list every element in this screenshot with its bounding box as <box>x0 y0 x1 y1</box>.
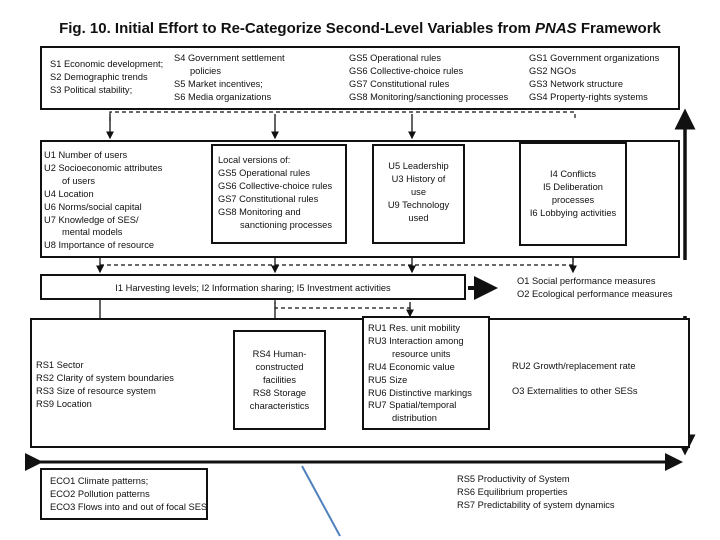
conflicts-line: I5 Deliberation <box>543 181 603 192</box>
gs-right-line: GS4 Property-rights systems <box>529 91 648 102</box>
figure-title-main: Fig. 10. Initial Effort to Re-Categorize… <box>59 20 536 37</box>
leadership-line: U3 History of <box>391 173 446 184</box>
users-line: U2 Socioeconomic attributes <box>44 162 163 173</box>
rs-bottom-line: RS6 Equilibrium properties <box>457 486 568 497</box>
gs-line: GS6 Collective-choice rules <box>349 65 464 76</box>
conflicts-line: I4 Conflicts <box>550 169 596 179</box>
growth-line: RU2 Growth/replacement rate <box>512 361 636 371</box>
gs-line: GS7 Constitutional rules <box>349 78 450 89</box>
users-list: U1 Number of users U2 Socioeconomic attr… <box>44 149 162 252</box>
s-left-line: S3 Political stability; <box>50 84 133 95</box>
users-line: U8 Importance of resource <box>44 240 155 251</box>
eco-line: ECO3 Flows into and out of focal SES <box>50 501 208 512</box>
ru-line: RU3 Interaction among <box>368 335 464 346</box>
gs-right-line: GS1 Government organizations <box>529 53 660 63</box>
gs-right-line: GS2 NGOs <box>529 65 577 76</box>
social-economic-right: S4 Government settlement policies S5 Mar… <box>174 52 285 104</box>
s-right-line: policies <box>190 65 222 76</box>
local-rules-box: Local versions of: GS5 Operational rules… <box>211 144 347 244</box>
rs-bottom-line: RS5 Productivity of System <box>457 474 570 484</box>
rs-left-text: RS1 Sector RS2 Clarity of system boundar… <box>36 359 174 411</box>
figure-title: Fig. 10. Initial Effort to Re-Categorize… <box>0 20 720 37</box>
rs-mid-line: characteristics <box>249 400 310 411</box>
ru-line: RU7 Spatial/temporal <box>368 400 457 411</box>
conflicts-box: I4 Conflicts I5 Deliberation processes I… <box>519 142 627 246</box>
users-line: of users <box>62 175 96 186</box>
ru-line: distribution <box>392 413 437 424</box>
rs-left-line: RS9 Location <box>36 398 92 409</box>
users-line: U6 Norms/social capital <box>44 201 142 212</box>
conflicts-line: processes <box>551 194 595 205</box>
leadership-line: U5 Leadership <box>388 161 449 171</box>
rs-bottom-text: RS5 Productivity of System RS6 Equilibri… <box>457 473 615 512</box>
s-right-line: S4 Government settlement <box>174 53 285 63</box>
settings-box: S1 Economic development; S2 Demographic … <box>40 46 680 110</box>
users-line: U1 Number of users <box>44 150 128 160</box>
rs-bottom-line: RS7 Predictability of system dynamics <box>457 499 615 510</box>
rs-mid-line: constructed <box>255 361 304 372</box>
local-line: GS8 Monitoring and <box>218 206 301 217</box>
conflicts-text: I4 Conflicts I5 Deliberation processes I… <box>521 168 625 220</box>
rs-human-box: RS4 Human- constructed facilities RS8 St… <box>233 330 326 430</box>
resource-units-text: RU1 Res. unit mobility RU3 Interaction a… <box>368 322 472 425</box>
outcomes-text: O1 Social performance measures O2 Ecolog… <box>517 275 673 301</box>
governance-rules: GS5 Operational rules GS6 Collective-cho… <box>349 52 508 104</box>
rs-mid-line: RS4 Human- <box>252 349 307 359</box>
outcomes-line: O2 Ecological performance measures <box>517 288 673 299</box>
gs-line: GS5 Operational rules <box>349 53 441 63</box>
leadership-box: U5 Leadership U3 History of use U9 Techn… <box>372 144 465 244</box>
leadership-line: use <box>411 186 426 197</box>
local-line: sanctioning processes <box>240 219 332 230</box>
local-line: GS6 Collective-choice rules <box>218 180 333 191</box>
dashed-connector-top <box>109 111 576 121</box>
ru-line: RU1 Res. unit mobility <box>368 323 460 333</box>
resource-units-box: RU1 Res. unit mobility RU3 Interaction a… <box>362 316 490 430</box>
social-economic-left: S1 Economic development; S2 Demographic … <box>50 58 163 97</box>
conflicts-line: I6 Lobbying activities <box>529 207 617 218</box>
ru-line: RU4 Economic value <box>368 361 455 372</box>
users-line: mental models <box>62 227 123 238</box>
gs-right-line: GS3 Network structure <box>529 78 624 89</box>
s-left-line: S1 Economic development; <box>50 59 164 69</box>
dashed-connector-rs <box>274 300 411 316</box>
resource-row-box <box>30 318 690 448</box>
rs-left-line: RS3 Size of resource system <box>36 385 156 396</box>
rs-human-text: RS4 Human- constructed facilities RS8 St… <box>235 348 324 413</box>
ru-line: RU5 Size <box>368 374 408 385</box>
growth-text: RU2 Growth/replacement rate O3 Externali… <box>512 360 638 398</box>
local-rules-text: Local versions of: GS5 Operational rules… <box>218 154 332 231</box>
local-line: GS5 Operational rules <box>218 167 310 178</box>
local-line: Local versions of: <box>218 155 291 165</box>
diagonal-divider-bottom <box>301 465 341 537</box>
users-line: U4 Location <box>44 188 94 199</box>
interactions-box: I1 Harvesting levels; I2 Information sha… <box>40 274 466 300</box>
gs-line: GS8 Monitoring/sanctioning processes <box>349 91 509 102</box>
ru-line: resource units <box>392 348 451 359</box>
s-right-line: S5 Market incentives; <box>174 78 263 89</box>
eco-line: ECO1 Climate patterns; <box>50 476 149 486</box>
ru-line: RU6 Distinctive markings <box>368 387 472 398</box>
rs-left-line: RS2 Clarity of system boundaries <box>36 372 174 383</box>
governance-systems: GS1 Government organizations GS2 NGOs GS… <box>529 52 659 104</box>
rs-mid-line: facilities <box>262 374 297 385</box>
s-right-line: S6 Media organizations <box>174 91 272 102</box>
figure-title-tail: Framework <box>576 20 661 37</box>
s-left-line: S2 Demographic trends <box>50 71 148 82</box>
figure-title-italic: PNAS <box>535 20 577 37</box>
eco-line: ECO2 Pollution patterns <box>50 488 150 499</box>
local-line: GS7 Constitutional rules <box>218 193 319 204</box>
growth-line: O3 Externalities to other SESs <box>512 385 638 396</box>
dashed-connector-mid <box>99 258 574 266</box>
users-line: U7 Knowledge of SES/ <box>44 214 139 225</box>
rs-mid-line: RS8 Storage <box>252 387 307 398</box>
interactions-text: I1 Harvesting levels; I2 Information sha… <box>115 283 391 293</box>
eco-box: ECO1 Climate patterns; ECO2 Pollution pa… <box>40 468 208 520</box>
eco-text: ECO1 Climate patterns; ECO2 Pollution pa… <box>50 475 207 514</box>
leadership-line: U9 Technology <box>387 199 450 210</box>
outcomes-line: O1 Social performance measures <box>517 276 656 286</box>
rs-left-line: RS1 Sector <box>36 360 84 370</box>
leadership-line: used <box>408 212 429 223</box>
leadership-text: U5 Leadership U3 History of use U9 Techn… <box>374 160 463 225</box>
